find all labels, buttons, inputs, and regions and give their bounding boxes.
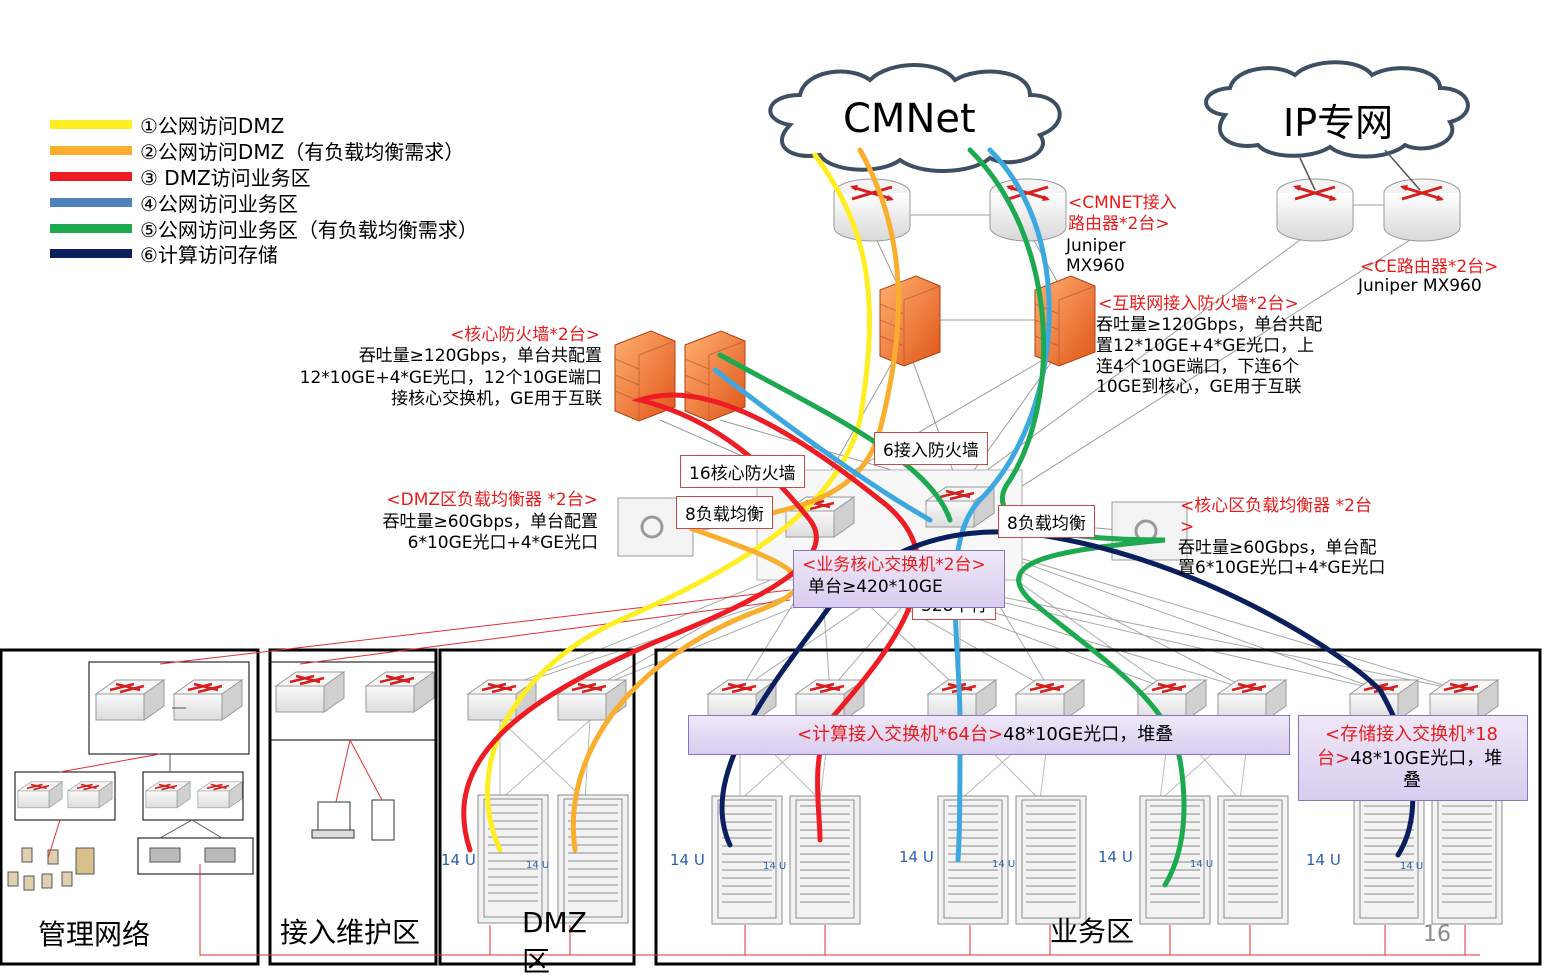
page-number: 16 [1423, 922, 1451, 947]
rack-label: 14 U [1098, 848, 1133, 866]
lb8-right-tag: 8负载均衡 [998, 505, 1095, 538]
rack-label: 14 U [441, 851, 476, 869]
legend-swatch [50, 223, 132, 233]
cmnet-cloud [768, 63, 1062, 173]
legend-item-2: ②公网访问DMZ（有负载均衡需求） [50, 138, 465, 164]
core-lb-title-2: > [1180, 517, 1195, 537]
internet-firewall-1 [879, 275, 941, 367]
dmz-lb-l1: 吞吐量≥60Gbps，单台配置 [382, 512, 599, 532]
legend-label: ③ DMZ访问业务区 [140, 165, 311, 190]
rack-label-small: 14 U [992, 859, 1016, 870]
core-switch-label: <业务核心交换机*2台> 单台≥420*10GE [793, 550, 1005, 608]
core-fw-l2: 12*10GE+4*GE光口，12个10GE端口 [299, 368, 602, 388]
dmz-zone-title: DMZ [522, 906, 587, 939]
inet-fw-l2: 置12*10GE+4*GE光口，上 [1096, 336, 1315, 356]
cmnet-cloud-label: CMNet [843, 96, 976, 142]
legend-item-6: ⑥计算访问存储 [50, 241, 278, 267]
core-fw-title: <核心防火墙*2台> [450, 325, 600, 345]
legend-swatch [50, 119, 132, 129]
cmnet-router-title-2: 路由器*2台> [1068, 214, 1170, 234]
ip-private-cloud [1204, 60, 1470, 159]
legend-item-3: ③ DMZ访问业务区 [50, 164, 311, 190]
core-load-balancer [1111, 501, 1188, 561]
access-switches [274, 670, 436, 841]
legend-item-4: ④公网访问业务区 [50, 190, 298, 216]
mgmt-zone-title: 管理网络 [38, 918, 151, 951]
legend-label: ⑥计算访问存储 [140, 242, 278, 267]
mgmt-zone-box [0, 648, 260, 966]
legend-swatch [50, 197, 132, 207]
cmnet-router-model-2: MX960 [1066, 256, 1125, 276]
storage-switch-label: <存储接入交换机*18 台>48*10GE光口，堆 叠 [1298, 715, 1528, 801]
ip-cloud-label: IP专网 [1283, 101, 1394, 145]
legend-label: ⑤公网访问业务区（有负载均衡需求） [140, 217, 478, 242]
access-fw6-tag: 6接入防火墙 [874, 432, 988, 465]
legend-item-5: ⑤公网访问业务区（有负载均衡需求） [50, 216, 478, 242]
dmz-switches [466, 678, 629, 924]
legend-label: ①公网访问DMZ [140, 113, 285, 138]
inet-fw-l1: 吞吐量≥120Gbps，单台共配 [1096, 315, 1323, 335]
core-switch-detail: 单台≥420*10GE [808, 577, 943, 597]
dmz-zone-box [438, 648, 636, 966]
rack-label: 14 U [670, 851, 705, 869]
core-lb-l1: 吞吐量≥60Gbps，单台配 [1178, 538, 1377, 558]
legend-swatch [50, 171, 132, 181]
dmz-lb-title: <DMZ区负载均衡器 *2台> [386, 490, 598, 510]
lb8-left-tag: 8负载均衡 [676, 496, 773, 529]
dmz-lb-l2: 6*10GE光口+4*GE光口 [407, 533, 598, 553]
legend-label: ④公网访问业务区 [140, 191, 298, 216]
rack-label: 14 U [1306, 851, 1341, 869]
storage-switch-title-2: 台> [1317, 748, 1351, 769]
core-lb-l2: 置6*10GE光口+4*GE光口 [1178, 558, 1386, 578]
rack-label-small: 14 U [526, 860, 550, 871]
dmz-zone-title-2: 区 [522, 945, 551, 978]
ce-router-model: Juniper MX960 [1358, 276, 1482, 296]
legend-swatch [50, 248, 132, 258]
core-switch-title: <业务核心交换机*2台> [802, 555, 986, 575]
compute-switch-detail: 48*10GE光口，堆叠 [1003, 724, 1174, 745]
mgmt-core-box [88, 661, 250, 755]
core-fw16-tag: 16核心防火墙 [680, 455, 805, 488]
storage-switch-detail-1: 48*10GE光口，堆 [1350, 748, 1503, 769]
cmnet-router-title-1: <CMNET接入 [1068, 193, 1177, 213]
legend-item-1: ①公网访问DMZ [50, 112, 285, 138]
biz-zone-box [654, 648, 1542, 966]
core-lb-title: <核心区负载均衡器 *2台 [1180, 496, 1372, 516]
rack-label-small: 14 U [1190, 859, 1214, 870]
legend-swatch [50, 145, 132, 155]
ce-router-2 [1382, 177, 1462, 243]
inet-fw-l4: 10GE到核心，GE用于互联 [1096, 377, 1302, 397]
rack-label-small: 14 U [763, 861, 787, 872]
compute-switch-label: <计算接入交换机*64台>48*10GE光口，堆叠 [688, 715, 1290, 755]
storage-switch-detail-2: 叠 [1403, 770, 1421, 791]
core-fw-l3: 接核心交换机，GE用于互联 [391, 389, 602, 409]
mgmt-switches [7, 678, 244, 891]
inet-fw-l3: 连4个10GE端口，下连6个 [1096, 357, 1300, 377]
compute-switch-title: <计算接入交换机*64台> [797, 724, 1004, 745]
rack-label-small: 14 U [1400, 861, 1424, 872]
access-zone-box [268, 648, 438, 966]
ce-router-title: <CE路由器*2台> [1360, 257, 1499, 277]
storage-switch-title-1: <存储接入交换机*18 [1325, 724, 1498, 745]
biz-zone-title: 业务区 [1050, 915, 1135, 948]
access-zone-title: 接入维护区 [280, 916, 421, 949]
core-fw-l1: 吞吐量≥120Gbps，单台共配置 [358, 346, 602, 366]
legend-label: ②公网访问DMZ（有负载均衡需求） [140, 139, 465, 164]
rack-label: 14 U [899, 848, 934, 866]
inet-fw-title: <互联网接入防火墙*2台> [1098, 294, 1299, 314]
cmnet-router-model-1: Juniper [1066, 236, 1126, 256]
